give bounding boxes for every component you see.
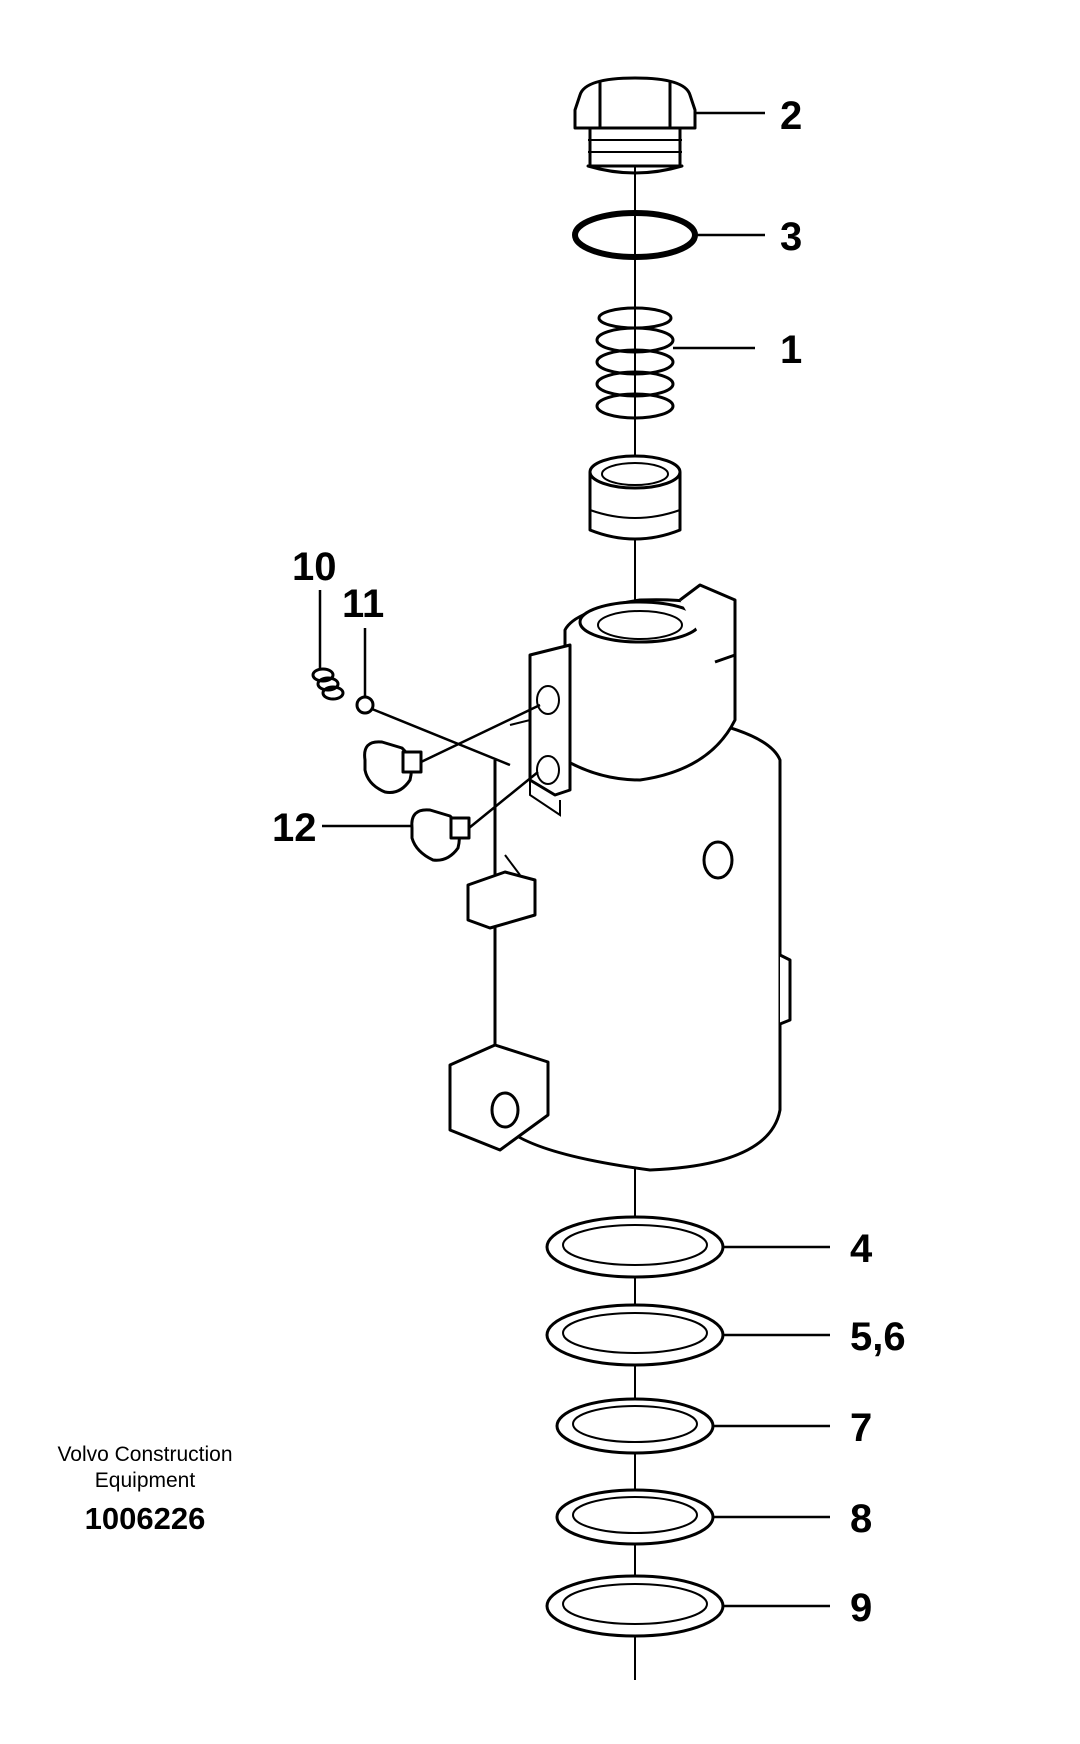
callout-9: 9 — [850, 1586, 872, 1630]
callout-4: 4 — [850, 1227, 873, 1271]
callout-5-6: 5,6 — [850, 1315, 906, 1359]
part-plug-screw-lower — [410, 771, 539, 862]
part-seal-ring-4 — [545, 1215, 725, 1279]
caption-company-line1: Volvo Construction — [57, 1443, 232, 1466]
part-plug — [573, 76, 697, 175]
callout-8: 8 — [850, 1497, 872, 1541]
caption-company-line2: Equipment — [95, 1469, 196, 1492]
part-seal-ring-9 — [545, 1574, 725, 1638]
callout-1: 1 — [780, 328, 802, 372]
callout-11: 11 — [342, 582, 384, 626]
part-ball — [355, 695, 375, 715]
part-seal-ring-8 — [555, 1488, 715, 1546]
part-small-spring — [311, 667, 345, 701]
part-plug-screw-upper — [363, 703, 541, 794]
part-valve-housing — [448, 583, 792, 1172]
callout-2: 2 — [780, 94, 802, 138]
callout-12: 12 — [272, 806, 317, 850]
caption-drawing-number: 1006226 — [85, 1501, 206, 1536]
part-spring — [595, 306, 675, 420]
part-seal-ring-7 — [555, 1397, 715, 1455]
part-bushing — [588, 454, 682, 541]
callout-7: 7 — [850, 1406, 872, 1450]
callout-10: 10 — [292, 545, 337, 589]
part-seal-ring-5-6 — [545, 1303, 725, 1367]
callout-3: 3 — [780, 215, 802, 259]
